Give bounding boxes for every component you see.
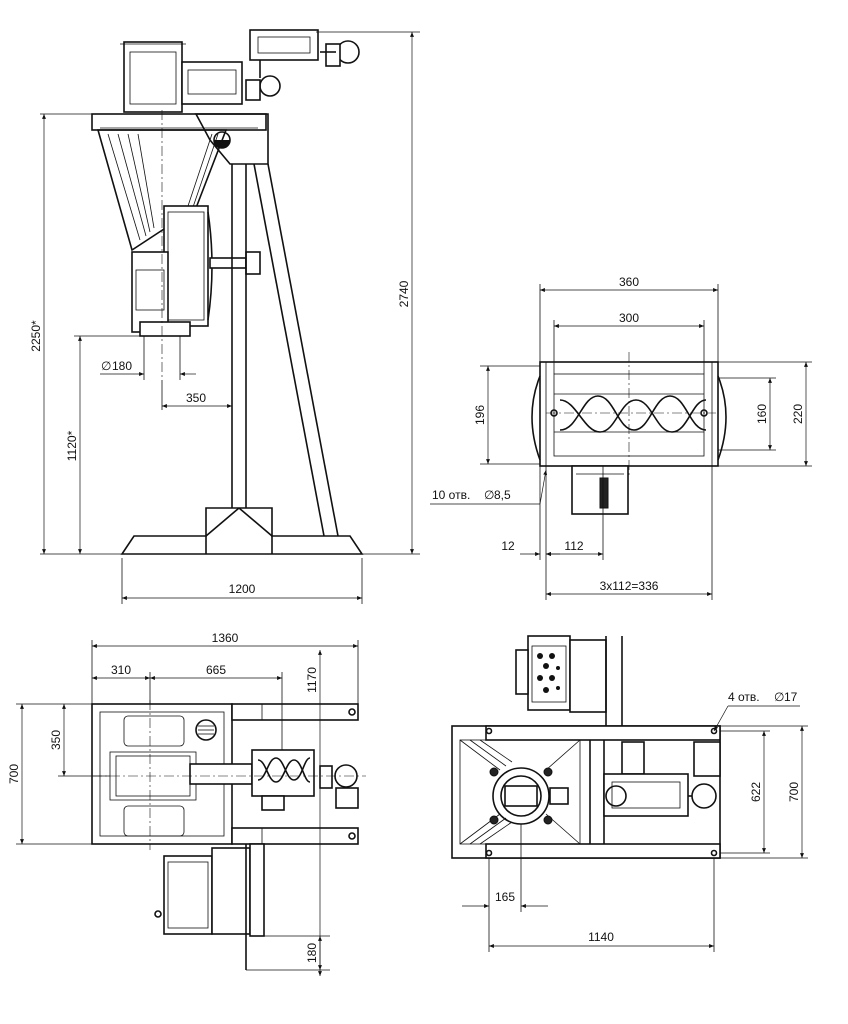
side-view: 360 300 196 160 220 10 отв. ∅ 8,5 12 112… (430, 275, 812, 600)
dim-bottom: 180 (305, 943, 319, 963)
dim-total-height: 2740 (397, 280, 411, 307)
dim-hole-diameter: 8,5 (494, 488, 511, 502)
dim-base-hole-diameter-symbol: ∅ (774, 690, 784, 704)
dim-length: 1140 (588, 930, 614, 944)
dim-holes: 10 отв. (432, 488, 470, 502)
dim-height-star: 2250* (29, 320, 43, 352)
front-view: 2740 2250* 1120* ∅ 180 350 1200 (29, 29, 420, 604)
dim-height-outer: 220 (791, 404, 805, 424)
top-view: 1360 310 665 1170 700 350 180 (7, 631, 366, 976)
dim-hole-diameter-symbol: ∅ (484, 488, 494, 502)
dim-outlet-height: 1120* (65, 430, 79, 461)
dim-pitch-total: 3x112=336 (600, 579, 659, 593)
dim-outlet-diameter: 180 (112, 359, 132, 373)
dim-outer-depth: 700 (787, 782, 801, 802)
dim-offset: 165 (495, 890, 515, 904)
dim-base-holes: 4 отв. (728, 690, 760, 704)
base-view: 4 отв. ∅ 17 622 700 165 1140 (451, 635, 808, 952)
dim-height-left: 196 (473, 405, 487, 425)
dim-width-inner: 300 (619, 311, 639, 325)
dim-base-hole-diameter: 17 (784, 690, 798, 704)
dim-mid-part: 665 (206, 663, 226, 677)
dim-total-width: 1360 (212, 631, 239, 645)
dim-pitch: 112 (564, 539, 583, 553)
dim-height-v: 1170 (305, 667, 319, 693)
dim-width-outer: 360 (619, 275, 639, 289)
dim-diameter-symbol: ∅ (101, 359, 111, 373)
dim-height-inner: 160 (755, 404, 769, 424)
dim-offset: 350 (186, 391, 206, 405)
dim-base-width: 1200 (229, 582, 256, 596)
dim-half-depth: 350 (49, 730, 63, 750)
dim-inner-depth: 622 (749, 782, 763, 802)
dim-depth: 700 (7, 764, 21, 784)
dim-left-part: 310 (111, 663, 131, 677)
dim-edge: 12 (501, 539, 515, 553)
